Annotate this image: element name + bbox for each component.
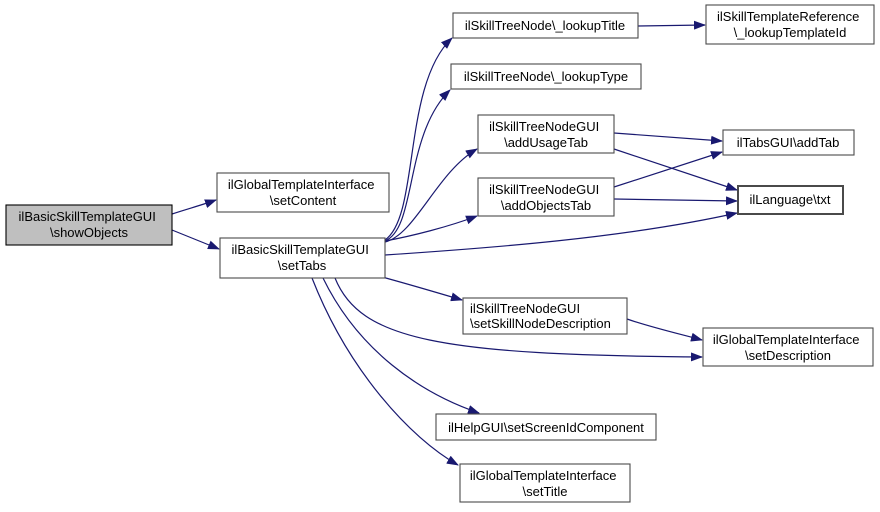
node-label-line: ilBasicSkillTemplateGUI [19, 209, 156, 224]
node-box [5, 204, 173, 246]
node-setDescription[interactable]: ilGlobalTemplateInterface \setDescriptio… [702, 327, 874, 367]
node-label-line: ilSkillTreeNodeGUI [489, 182, 599, 197]
node-label-line: ilSkillTreeNodeGUI [470, 301, 580, 316]
node-label: ilGlobalTemplateInterface \setContent [228, 177, 378, 208]
edge-setTabs-setTitle [311, 277, 459, 466]
node-label: ilBasicSkillTemplateGUI \setTabs [232, 242, 373, 273]
nodes-layer: ilBasicSkillTemplateGUI \showObjects ilG… [5, 4, 875, 503]
node-setSkillNodeDescription[interactable]: ilSkillTreeNodeGUI \setSkillNodeDescript… [462, 297, 628, 335]
node-label-line: \setDescription [745, 348, 831, 363]
node-label-line: ilSkillTreeNodeGUI [489, 119, 599, 134]
node-label-line: \setSkillNodeDescription [470, 316, 611, 331]
node-box[interactable] [216, 172, 390, 213]
node-label-line: \setContent [270, 193, 337, 208]
node-label: ilTabsGUI\addTab [737, 135, 840, 150]
edge-setTabs-lookupTitle [384, 37, 453, 241]
node-label-line: ilLanguage\txt [750, 192, 831, 207]
edge-setTabs-lookupType [384, 89, 451, 242]
edge-setTabs-setSkillNodeDescription [381, 276, 463, 302]
node-label: ilSkillTreeNode\_lookupType [464, 69, 628, 84]
node-label-line: ilGlobalTemplateInterface [470, 468, 617, 483]
node-setTitle[interactable]: ilGlobalTemplateInterface \setTitle [459, 463, 631, 503]
edge-setTabs-txt [384, 211, 738, 256]
node-lookupType[interactable]: ilSkillTreeNode\_lookupType [450, 63, 642, 90]
node-box[interactable] [462, 297, 628, 335]
edge-addUsageTab-addTab [613, 132, 723, 145]
node-setScreenIdComponent[interactable]: ilHelpGUI\setScreenIdComponent [435, 413, 657, 441]
edge-addObjectsTab-addTab [613, 151, 723, 188]
node-label-line: ilSkillTreeNode\_lookupType [464, 69, 628, 84]
node-box[interactable] [452, 12, 639, 39]
node-label-line: \addUsageTab [504, 135, 588, 150]
node-addTab[interactable]: ilTabsGUI\addTab [722, 129, 855, 156]
node-setTabs[interactable]: ilBasicSkillTemplateGUI \setTabs [219, 237, 386, 279]
node-label: ilHelpGUI\setScreenIdComponent [448, 420, 644, 435]
node-addUsageTab[interactable]: ilSkillTreeNodeGUI \addUsageTab [477, 114, 615, 154]
node-showObjects: ilBasicSkillTemplateGUI \showObjects [5, 204, 173, 246]
node-label-line: ilGlobalTemplateInterface [228, 177, 375, 192]
node-label-line: \setTabs [278, 258, 327, 273]
node-label-line: \_lookupTemplateId [734, 25, 847, 40]
edge-setTabs-addUsageTab [384, 148, 478, 243]
node-label-line: ilBasicSkillTemplateGUI [232, 242, 369, 257]
edges-layer [171, 20, 738, 466]
edge-setTabs-setScreenIdComponent [322, 277, 480, 414]
node-box[interactable] [477, 114, 615, 154]
node-label: ilSkillTreeNodeGUI \setSkillNodeDescript… [470, 301, 611, 331]
node-box[interactable] [435, 413, 657, 441]
node-addObjectsTab[interactable]: ilSkillTreeNodeGUI \addObjectsTab [477, 177, 615, 217]
node-box[interactable] [450, 63, 642, 90]
node-box[interactable] [705, 4, 875, 45]
edge-setTabs-addObjectsTab [384, 215, 478, 242]
node-label: ilSkillTreeNode\_lookupTitle [465, 18, 625, 33]
node-box[interactable] [219, 237, 386, 279]
node-lookupTitle[interactable]: ilSkillTreeNode\_lookupTitle [452, 12, 639, 39]
node-box[interactable] [702, 327, 874, 367]
node-label: ilSkillTemplateReference \_lookupTemplat… [717, 9, 863, 40]
node-lookupTemplateId[interactable]: ilSkillTemplateReference \_lookupTemplat… [705, 4, 875, 45]
node-box[interactable] [737, 185, 844, 215]
node-label-line: \setTitle [522, 484, 567, 499]
edge-addObjectsTab-txt [613, 196, 738, 206]
node-label-line: \addObjectsTab [501, 198, 591, 213]
node-box[interactable] [722, 129, 855, 156]
node-box[interactable] [477, 177, 615, 217]
node-label: ilLanguage\txt [750, 192, 831, 207]
node-box[interactable] [459, 463, 631, 503]
edge-showObjects-setTabs [171, 229, 220, 250]
node-label-line: ilGlobalTemplateInterface [713, 332, 860, 347]
edge-addUsageTab-txt [613, 148, 738, 191]
node-label: ilSkillTreeNodeGUI \addUsageTab [489, 119, 603, 150]
edge-setSkillNodeDescription-setDescription [626, 318, 703, 342]
node-label-line: ilTabsGUI\addTab [737, 135, 840, 150]
node-label: ilGlobalTemplateInterface \setDescriptio… [713, 332, 863, 363]
node-label-line: ilSkillTreeNode\_lookupTitle [465, 18, 625, 33]
node-label-line: ilSkillTemplateReference [717, 9, 859, 24]
edge-showObjects-setContent [171, 199, 217, 215]
node-label: ilGlobalTemplateInterface \setTitle [470, 468, 620, 499]
edge-lookupTitle-lookupTemplateId [637, 20, 706, 30]
node-label-line: \showObjects [50, 225, 129, 240]
node-label-line: ilHelpGUI\setScreenIdComponent [448, 420, 644, 435]
node-label: ilSkillTreeNodeGUI \addObjectsTab [489, 182, 603, 213]
edge-setTabs-setDescription [334, 277, 703, 362]
node-setContent[interactable]: ilGlobalTemplateInterface \setContent [216, 172, 390, 213]
node-label: ilBasicSkillTemplateGUI \showObjects [19, 209, 160, 240]
node-txt[interactable]: ilLanguage\txt [737, 185, 844, 215]
